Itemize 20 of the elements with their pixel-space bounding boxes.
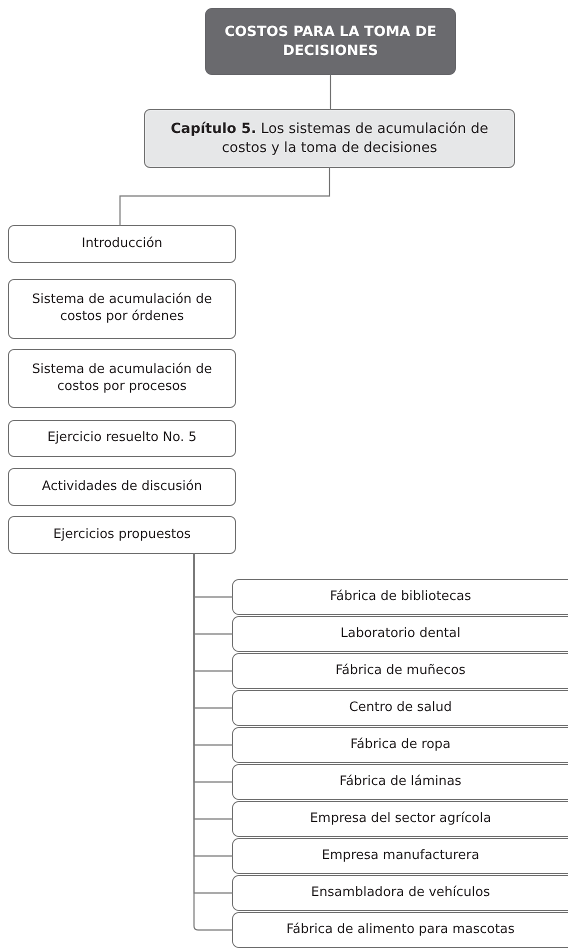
topic-box: Empresa del sector agrícola [232,801,568,837]
topic-box: Fábrica de ropa [232,727,568,763]
topic-box: Actividades de discusión [8,468,236,506]
topic-box: Introducción [8,225,236,263]
topic-box: Ejercicios propuestos [8,516,236,554]
chapter-box: Capítulo 5. Los sistemas de acumulación de costos y la toma de decisiones [144,109,515,168]
topic-box: Fábrica de bibliotecas [232,579,568,615]
topic-box: Centro de salud [232,690,568,726]
topic-box: Sistema de acumulación de costos por procesos [8,349,236,408]
connector-line [330,75,332,109]
topic-box: Laboratorio dental [232,616,568,652]
topic-box: Fábrica de láminas [232,764,568,800]
title-box: COSTOS PARA LA TOMA DE DECISIONES [205,8,456,75]
topic-box: Fábrica de alimento para mascotas [232,912,568,948]
topic-box: Empresa manufacturera [232,838,568,874]
connector-line [119,168,330,225]
topic-box: Ensambladora de vehículos [232,875,568,911]
topic-box: Fábrica de muñecos [232,653,568,689]
topic-box: Ejercicio resuelto No. 5 [8,420,236,457]
topic-box: Sistema de acumulación de costos por órdenes [8,279,236,339]
